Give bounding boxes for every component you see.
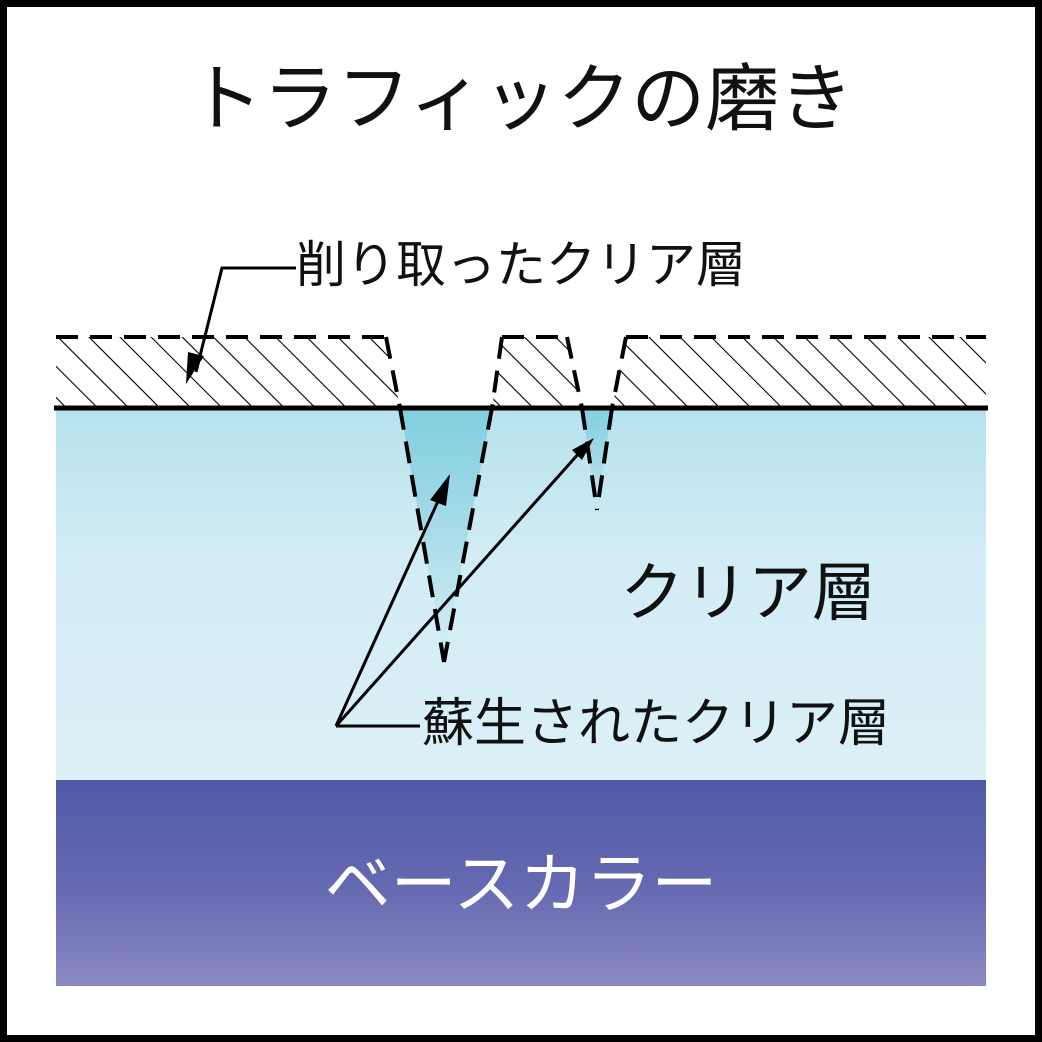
arrow-head-icon (572, 438, 594, 460)
arrow-head-icon (430, 474, 450, 506)
label-revived-clear-layer: 蘇生されたクリア層 (422, 694, 891, 754)
groove-right-fill (582, 408, 612, 510)
label-removed-clear-layer: 削り取ったクリア層 (296, 236, 746, 294)
groove-outlines (398, 407, 614, 663)
groove-left-fill (400, 408, 492, 660)
diagram-title: トラフィックの磨き (188, 56, 854, 142)
clear-layer (56, 408, 986, 780)
base-color-layer (56, 780, 986, 986)
arrow-head-icon (186, 352, 204, 384)
label-clear-layer: クリア層 (620, 557, 876, 631)
removed-leader (194, 266, 296, 373)
label-base-color: ベースカラー (324, 846, 718, 923)
removed-clear-layer (56, 335, 986, 409)
